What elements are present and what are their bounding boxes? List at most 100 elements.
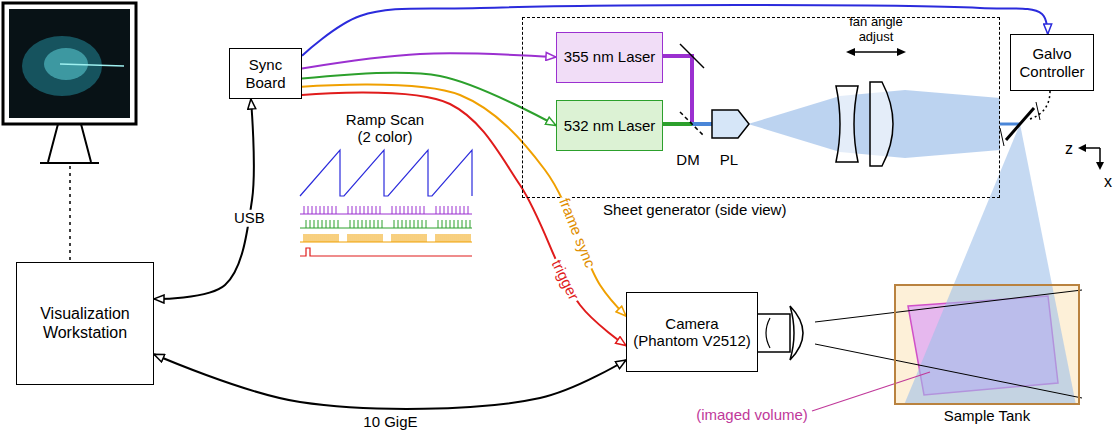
pulse-tick	[440, 234, 441, 242]
pulse-tick	[312, 234, 313, 242]
process-box: 355 nm Laser	[556, 32, 663, 83]
pulse-tick	[316, 206, 317, 214]
pulse-tick	[456, 206, 457, 214]
pulse-tick	[448, 206, 449, 214]
pulse-tick	[424, 234, 425, 242]
mirror	[680, 44, 704, 68]
pulse-tick	[364, 234, 365, 242]
pulse-tick	[442, 234, 443, 242]
pulse-tick	[330, 220, 331, 228]
pulse-tick	[422, 234, 423, 242]
pulse-tick	[420, 206, 421, 214]
pulse-tick	[324, 234, 325, 242]
pulse-tick	[318, 220, 319, 228]
signal-connector	[302, 53, 556, 68]
pulse-tick	[354, 220, 355, 228]
pulse-tick	[394, 234, 395, 242]
combined-beam	[692, 122, 712, 126]
pulse-tick	[406, 220, 407, 228]
pulse-tick	[326, 220, 327, 228]
signal-connector	[154, 354, 626, 409]
rotation-arrow	[1000, 102, 1040, 146]
box-label: Visualization Workstation	[22, 305, 148, 342]
powell-lens	[712, 110, 749, 138]
pulse-tick	[352, 206, 353, 214]
pulse-tick	[380, 206, 381, 214]
pulse-tick	[426, 234, 427, 242]
box-label: Sync Board	[235, 56, 296, 91]
camera-lens	[790, 306, 803, 360]
pulse-tick	[448, 234, 449, 242]
galvo-drive	[1030, 91, 1050, 119]
pulse-tick	[458, 234, 459, 242]
part-label: fan angle adjust	[839, 15, 913, 45]
pulse-tick	[358, 234, 359, 242]
pulse-tick	[338, 234, 339, 242]
process-box: 532 nm Laser	[556, 100, 663, 151]
lens-barrel	[756, 314, 790, 352]
pulse-tick	[436, 234, 437, 242]
pulse-tick	[470, 220, 471, 228]
pulse-tick	[336, 234, 337, 242]
pulse-tick	[304, 234, 305, 242]
view-line	[815, 290, 1082, 322]
pulse-tick	[464, 206, 465, 214]
pulse-tick	[412, 206, 413, 214]
pulse-tick	[458, 220, 459, 228]
pulse-tick	[418, 234, 419, 242]
dichroic-mirror	[680, 112, 704, 136]
pulse-tick	[368, 234, 369, 242]
camera-lens	[766, 318, 770, 348]
adjust-arrow	[852, 51, 900, 53]
pulse-tick	[412, 234, 413, 242]
pulse-tick	[410, 220, 411, 228]
pulse-tick	[370, 220, 371, 228]
pulse-tick	[382, 220, 383, 228]
pulse-tick	[416, 206, 417, 214]
concave-lens	[836, 86, 858, 162]
pulse-tick	[360, 206, 361, 214]
part-label: (imaged volume)	[696, 406, 808, 423]
pulse-tick	[368, 206, 369, 214]
pulse-tick	[416, 234, 417, 242]
pulse-tick	[418, 220, 419, 228]
pulse-tick	[348, 206, 349, 214]
pulse-tick	[402, 234, 403, 242]
pulse-tick	[398, 234, 399, 242]
pulse-tick	[356, 206, 357, 214]
pulse-tick	[306, 220, 307, 228]
pulse-tick	[318, 234, 319, 242]
pulse-tick	[324, 206, 325, 214]
pulse-tick	[404, 234, 405, 242]
pulse-tick	[352, 234, 353, 242]
pulse-tick	[376, 206, 377, 214]
light-sheet	[904, 124, 1076, 405]
pulse-tick	[350, 220, 351, 228]
galvo-mirror	[1006, 108, 1034, 140]
pulse-tick	[396, 234, 397, 242]
uv-beam	[660, 56, 692, 124]
pulse-tick	[462, 234, 463, 242]
pulse-tick	[466, 220, 467, 228]
pulse-tick	[392, 234, 393, 242]
pulse-tick	[322, 234, 323, 242]
process-box: Galvo Controller	[1010, 34, 1094, 91]
pulse-tick	[308, 206, 309, 214]
part-label: DM	[676, 151, 699, 168]
leader-line	[812, 372, 930, 411]
pulse-tick	[336, 206, 337, 214]
pulse-tick	[438, 234, 439, 242]
pulse-tick	[372, 234, 373, 242]
pulse-tick	[394, 220, 395, 228]
trigger-pulse	[300, 248, 472, 256]
group-box: Sample Tank	[894, 284, 1080, 405]
box-label: 532 nm Laser	[564, 117, 656, 134]
pulse-tick	[358, 220, 359, 228]
pulse-tick	[422, 220, 423, 228]
pulse-tick	[376, 234, 377, 242]
group-label: Sample Tank	[944, 407, 1030, 424]
screen-render	[22, 36, 102, 96]
pulse-tick	[378, 234, 379, 242]
pulse-tick	[436, 206, 437, 214]
pulse-tick	[392, 206, 393, 214]
